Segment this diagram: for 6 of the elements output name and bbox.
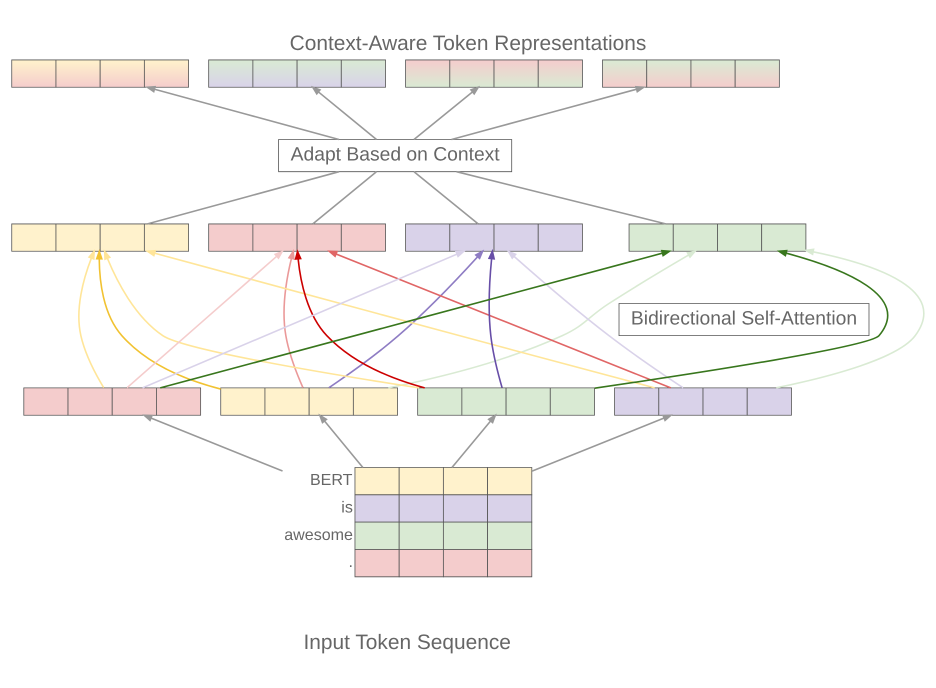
node-label: BERT xyxy=(310,470,353,489)
caption: Input Token Sequence xyxy=(304,630,511,654)
node-label: awesome xyxy=(284,525,353,544)
diagram-title: Context-Aware Token Representations xyxy=(290,32,646,55)
node-label: . xyxy=(348,552,354,571)
node-label: is xyxy=(341,498,353,516)
